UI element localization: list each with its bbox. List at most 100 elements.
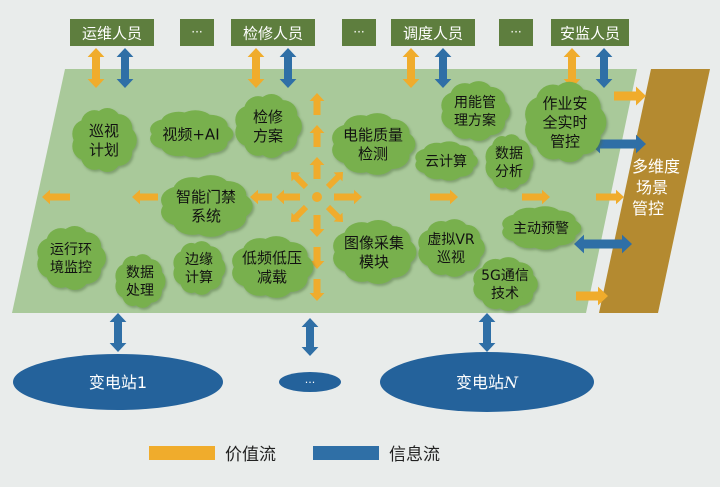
value-flow-arrow [522,189,550,205]
cloud-shape [232,236,314,298]
module-label-line: 低频低压 [242,249,302,267]
cloud-shape [332,113,416,175]
module-label-line: 技术 [491,286,519,302]
info-flow-arrow [595,48,613,88]
cloud-shape [173,241,226,295]
value-flow-arrow [576,286,608,306]
module-label: 巡视计划 [89,122,119,159]
module-label-line: 计划 [89,141,119,159]
module-label-line: 计算 [185,270,213,286]
station-dots [279,372,341,392]
station-n-prefix: 变电站 [456,373,504,392]
value-flow-arrow [276,189,300,205]
info-flow-arrow [590,134,646,154]
value-flow-arrow [309,279,325,301]
cloud-shape [161,175,253,237]
cloud-core [159,116,223,152]
value-flow-arrow [247,48,265,88]
cloud-core [179,248,219,288]
station-1-label: 变电站1 [89,373,147,392]
module-label: 作业安全实时管控 [542,94,587,150]
value-flow-arrow [87,48,105,88]
value-flow-arrow [430,189,458,205]
module-label: 低频低压减载 [242,249,302,286]
module-label-line: 检测 [358,145,388,163]
module-label: 数据处理 [126,265,154,299]
cloud-core [511,212,571,244]
module-label-line: 5G通信 [481,268,529,284]
info-flow-arrow [434,48,452,88]
station-n-italic: N [503,373,519,392]
value-flow-arrow [334,189,362,205]
station-n-label: 变电站N [456,373,519,392]
module-cloud-edge: 边缘计算 [173,241,226,295]
cloud-core [422,146,470,176]
info-flow-arrow [109,313,127,352]
module-label: 运行环境监控 [50,242,92,276]
module-label-line: 运行环 [50,242,92,258]
info-flow-arrow [279,48,297,88]
cloud-shape [485,134,534,190]
role-dots-2-label: ··· [353,25,364,39]
module-label-line: 智能门禁 [176,188,236,206]
cloud-core [480,264,530,304]
module-label-line: 主动预警 [513,221,569,237]
cloud-core [449,89,501,133]
cloud-core [243,103,293,149]
cloud-shape [235,94,302,158]
flow-arrows [42,48,646,356]
module-cloud-access-control: 智能门禁系统 [161,175,253,237]
cloud-shape [72,108,137,172]
module-cloud-data-proc: 数据处理 [115,254,166,308]
value-flow-arrow [291,172,309,190]
module-label-line: 虚拟VR [427,232,475,248]
module-label-line: 作业安 [542,94,587,112]
flow-hub [312,192,322,202]
cloud-shape [37,226,106,291]
module-cloud-alarm: 主动预警 [502,206,582,250]
module-label: 智能门禁系统 [176,188,236,225]
legend-info-swatch [313,446,379,460]
module-label: 数据分析 [495,146,523,180]
role-dispatch-label: 调度人员 [403,25,463,43]
cloud-core [171,183,241,229]
module-label: 电能质量检测 [343,126,403,163]
module-label-line: 境监控 [50,260,92,276]
module-label-line: 减载 [257,268,287,286]
module-cloud-video-ai: 视频+AI [150,110,234,158]
module-cloud-patrol: 巡视计划 [72,108,137,172]
role-maint-label: 检修人员 [243,25,303,43]
value-flow-arrow [132,189,158,205]
role-ops-label: 运维人员 [82,25,142,43]
module-cloud-low-freq: 低频低压减载 [232,236,314,298]
module-cloud-image-acq: 图像采集模块 [333,220,417,284]
module-label: 检修方案 [253,108,283,145]
role-dots-1: ··· [180,19,214,46]
cloud-core [121,261,159,301]
module-label-line: 图像采集 [344,234,404,252]
value-flow-arrow [309,93,325,115]
legend: 价值流 信息流 [149,445,440,465]
value-flow-arrow [596,189,624,205]
module-cloud-power-quality: 电能质量检测 [332,113,416,175]
control-panel-label: 多维度场景管控 [632,157,680,218]
cloud-core [241,244,303,290]
cloud-shape [525,81,607,163]
module-label: 边缘计算 [185,252,213,286]
station-n [380,352,594,412]
value-flow-arrow [309,215,325,237]
station-dots-label: ··· [305,376,316,389]
module-label-line: 系统 [191,207,221,225]
module-label-line: 边缘 [185,252,213,268]
cloud-shape [115,254,166,308]
stations: 变电站1 ··· 变电站N [13,352,594,412]
cloud-core [341,121,405,167]
value-flow-arrow [614,86,646,106]
control-panel-line: 管控 [632,199,664,218]
module-label-line: 数据 [126,265,154,281]
module-label: 用能管理方案 [454,95,496,129]
cloud-core [45,235,97,281]
module-label-line: 视频+AI [162,125,219,143]
cloud-shape [333,220,417,284]
